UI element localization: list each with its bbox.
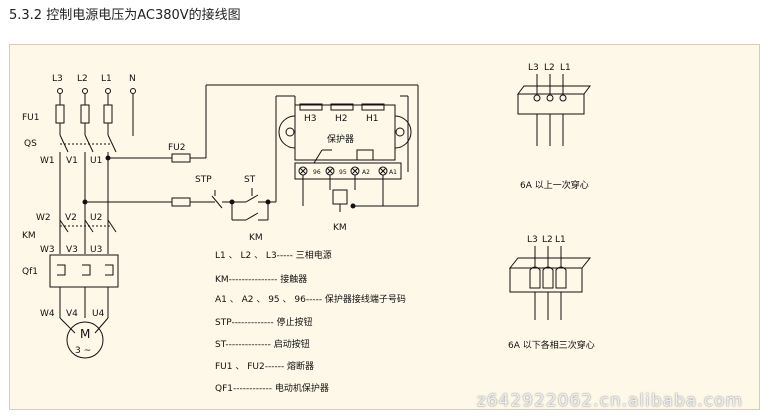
diagram-panel	[9, 44, 760, 410]
legend-item: STP------------- 停止按钮	[215, 316, 313, 328]
label-km-hold: KM	[249, 233, 263, 243]
page-title: 5.3.2 控制电源电压为AC380V的接线图	[9, 8, 241, 23]
label-km-coil: KM	[333, 223, 347, 233]
fuse-fu2	[171, 153, 191, 163]
terminal-l3	[57, 88, 63, 94]
legend-item: A1 、 A2 、 95 、 96----- 保护器接线端子号码	[215, 293, 406, 305]
label-v4: V4	[66, 309, 78, 319]
label-l3: L3	[52, 74, 63, 84]
legend-item: ST-------------- 启动按钮	[215, 338, 310, 350]
label-v1: V1	[66, 156, 78, 166]
label-t95: 95	[339, 169, 347, 176]
legend-item: KM--------------- 接触器	[215, 273, 307, 285]
fuse-fu1-l3	[55, 104, 65, 124]
fuse-fu1-l1	[103, 104, 113, 124]
label-ta2: A2	[362, 169, 370, 176]
terminal-l1	[105, 88, 111, 94]
label-qs: QS	[24, 139, 37, 149]
label-h3: H3	[304, 114, 317, 124]
label-fu2: FU2	[168, 143, 186, 153]
label-w4: W4	[40, 309, 55, 319]
label-h2: H2	[335, 114, 348, 124]
label-v3: V3	[66, 245, 78, 255]
rb-caption: 6A 以下各相三次穿心	[508, 339, 595, 351]
label-protector: 保护器	[327, 133, 354, 145]
legend-item: QF1------------ 电动机保护器	[215, 382, 329, 394]
label-v2: V2	[65, 213, 77, 223]
label-st: ST	[244, 175, 256, 185]
legend-item: FU1 、 FU2------ 熔断器	[215, 360, 314, 372]
fuse-fu1-l2	[80, 104, 90, 124]
label-qf1: Qf1	[22, 267, 38, 277]
label-w3: W3	[40, 245, 55, 255]
rb-label-l2: L2	[542, 235, 553, 245]
label-t96: 96	[313, 169, 321, 176]
label-h1: H1	[366, 114, 379, 124]
label-km-main: KM	[22, 231, 36, 241]
motor-label-m: M	[80, 327, 90, 341]
fuse-fu2-lower	[171, 197, 191, 207]
legend: L1 、 L2 、 L3----- 三相电源 KM---------------…	[215, 249, 406, 394]
label-u4: U4	[92, 309, 105, 319]
terminal-l2	[82, 88, 88, 94]
label-l2: L2	[77, 74, 88, 84]
legend-item: L1 、 L2 、 L3----- 三相电源	[215, 249, 332, 261]
label-u2: U2	[90, 213, 102, 223]
label-fu1: FU1	[22, 113, 40, 123]
rb-label-l3: L3	[527, 235, 538, 245]
rt-label-l2: L2	[544, 63, 555, 73]
label-ta1: A1	[389, 169, 397, 176]
km-coil	[332, 189, 348, 205]
protector-body	[294, 104, 396, 161]
label-w1: W1	[40, 156, 55, 166]
label-n: N	[129, 74, 136, 84]
label-u1: U1	[90, 156, 102, 166]
rt-caption: 6A 以上一次穿心	[520, 179, 589, 191]
label-l1: L1	[101, 74, 112, 84]
ct-one-pass	[517, 93, 585, 115]
rt-label-l1: L1	[560, 63, 571, 73]
label-stp: STP	[195, 175, 212, 185]
label-w2: W2	[36, 213, 51, 223]
label-u3: U3	[90, 245, 102, 255]
rt-label-l3: L3	[528, 63, 539, 73]
watermark: z642922062.cn.alibaba.com	[476, 391, 743, 411]
motor-protector-qf1	[49, 254, 119, 288]
terminal-n	[130, 88, 136, 94]
rb-label-l1: L1	[555, 235, 566, 245]
motor-label-3phase: 3 ~	[75, 346, 91, 356]
motor	[66, 321, 104, 359]
